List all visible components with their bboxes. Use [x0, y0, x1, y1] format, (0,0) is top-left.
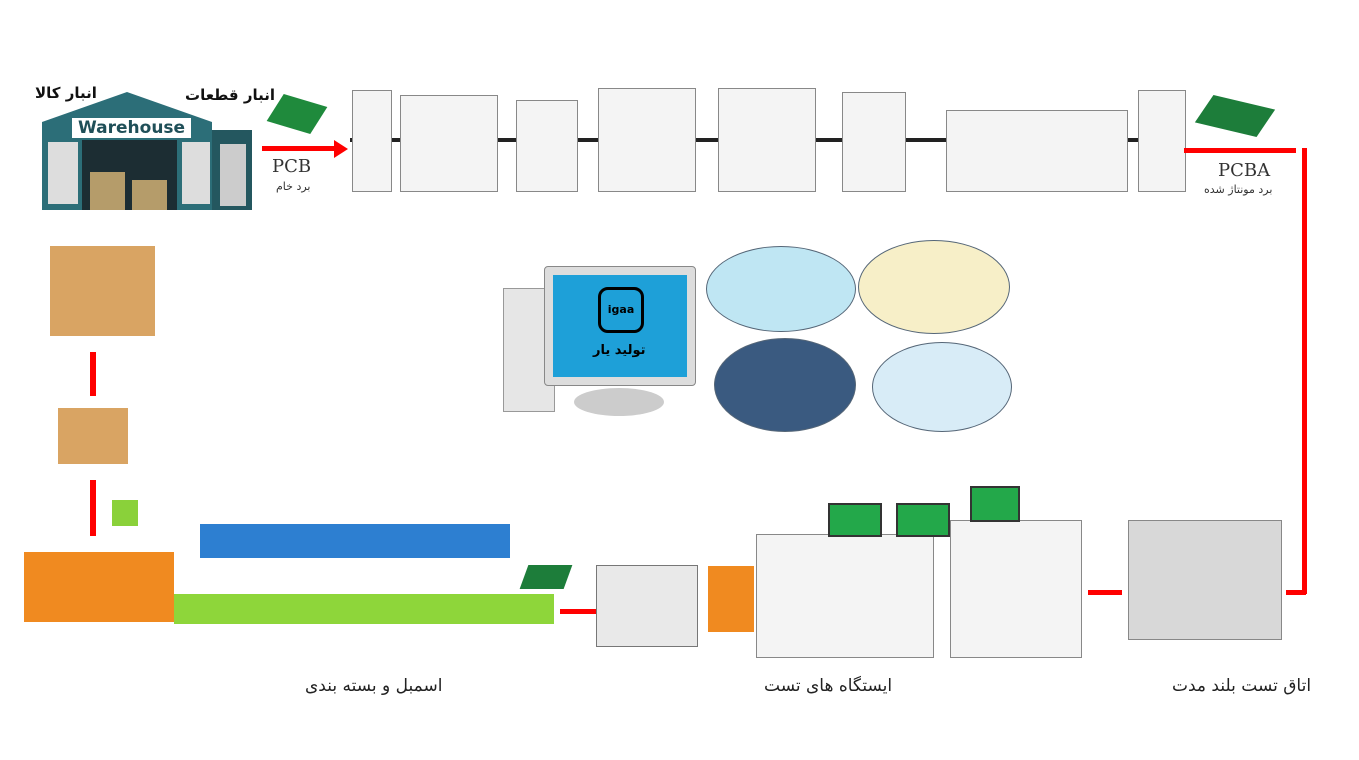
arrow-left [1088, 590, 1122, 595]
process-flow-screen [872, 342, 1012, 432]
warehouse-sign: Warehouse [72, 118, 192, 138]
pcba-label: PCBA [1218, 160, 1271, 181]
arrow-right [262, 146, 336, 151]
arrow-down-line [1302, 148, 1307, 594]
pcba-image [1194, 95, 1276, 137]
bar-chart-screen [706, 246, 856, 332]
arrow-left [560, 609, 596, 614]
test-monitor [896, 503, 950, 537]
pick-place-2 [718, 88, 816, 192]
pick-place-1 [598, 88, 696, 192]
arrow-up [90, 480, 96, 536]
pcba-image [519, 565, 573, 589]
dashboard-tiles-screen [714, 338, 856, 432]
arrow-head [334, 140, 348, 158]
burn-in-room-label: اتاق تست بلند مدت [1172, 676, 1312, 696]
spi-machine [516, 100, 578, 192]
test-fixture [708, 566, 754, 632]
test-monitor [828, 503, 882, 537]
raw-pcb-image [266, 94, 328, 134]
assembly-packing-label: اسمبل و بسته بندی [305, 676, 443, 696]
pick-place-3 [842, 92, 906, 192]
product-cube [112, 500, 138, 526]
monitor-stand [574, 388, 664, 416]
open-box [58, 408, 128, 464]
burn-in-chamber [1128, 520, 1282, 640]
parts-warehouse-label: انبار قطعات [185, 86, 275, 104]
smt-unloader [1138, 90, 1186, 192]
pcb-sublabel: برد خام [276, 180, 311, 193]
test-monitor [970, 486, 1020, 522]
smt-loader [352, 90, 392, 192]
warehouse-building: Warehouse [42, 92, 252, 210]
arrow-up [90, 352, 96, 396]
software-brand: تولید یار [593, 343, 646, 358]
goods-warehouse-label: انبار کالا [35, 84, 97, 102]
pallet-boxes [50, 246, 155, 336]
assembly-line [24, 524, 554, 640]
xray-machine [596, 565, 698, 647]
pcba-sublabel: برد مونتاژ شده [1204, 183, 1273, 196]
reflow-oven [946, 110, 1128, 192]
test-station-2 [950, 520, 1082, 658]
arrow-right [1184, 148, 1296, 153]
software-logo: igaa [598, 287, 644, 333]
solder-printer [400, 95, 498, 192]
pcb-label: PCB [272, 156, 312, 177]
arrow-left [1286, 590, 1306, 595]
test-stations-label: ایستگاه های تست [764, 676, 893, 696]
test-station-1 [756, 534, 934, 658]
monitor: igaa تولید یار [544, 266, 696, 386]
report-table-screen [858, 240, 1010, 334]
